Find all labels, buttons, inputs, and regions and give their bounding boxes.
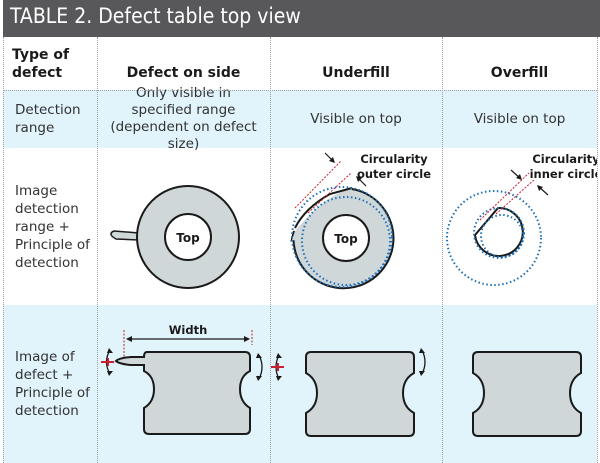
circularity-reference-circle — [480, 214, 524, 258]
header-row: Type of defect Defect on side Underfill … — [3, 37, 597, 90]
underfill-flat-edge-line — [294, 187, 353, 229]
table-row-image-detection: Image detection range + Principle of det… — [3, 148, 597, 305]
cell-underfill-figure: Top Circularity outer circle — [270, 148, 442, 305]
part-with-side-defect — [114, 351, 251, 435]
annotation-circularity: Circularity — [360, 152, 428, 166]
underfill-flat-edge — [292, 189, 353, 241]
overfill-diagram: Circularity inner circle — [446, 152, 597, 286]
rotation-arrowhead-left-bottom — [276, 376, 282, 381]
part-outline — [472, 351, 582, 437]
measure-line-outer — [294, 160, 342, 209]
rotation-arrow-right — [258, 354, 263, 380]
cell-underfill-image — [270, 305, 442, 463]
measure-line-inner — [307, 172, 352, 214]
rotation-arrowhead-right-bottom — [256, 376, 262, 381]
inner-hole — [322, 214, 370, 262]
rotation-arrowhead-right-bottom — [419, 371, 425, 376]
rotation-arrowhead-left-top — [276, 353, 282, 358]
row-label-image-detection: Image detection range + Principle of det… — [15, 182, 90, 271]
rotation-arrowhead-left-bottom — [107, 371, 113, 376]
width-arrowhead-right — [244, 336, 250, 342]
top-label: Top — [176, 231, 200, 245]
rotation-arrowhead-left-top — [107, 348, 113, 353]
grid-line-col2 — [270, 37, 271, 463]
top-label: Top — [334, 232, 358, 246]
grid-line-row1 — [3, 90, 597, 91]
header-type-of-defect: Type of defect — [12, 46, 70, 81]
arrowhead-inner — [356, 176, 362, 182]
rotation-arrow-right — [421, 349, 426, 375]
overfill-part-diagram — [472, 351, 582, 437]
grid-line-col1 — [97, 37, 98, 463]
annotation-inner-circle: inner circle — [530, 167, 597, 181]
cell-defect-on-side-figure: Top — [97, 148, 270, 305]
inner-hole — [164, 213, 212, 261]
rotation-arrowhead-right-top — [419, 348, 425, 353]
row-label-image-of-defect: Image of defect + Principle of detection — [15, 349, 90, 419]
arrowhead-inner — [537, 185, 543, 191]
circularity-outer-fit-circle — [291, 186, 393, 288]
width-arrowhead-left — [126, 336, 132, 342]
underfill-part-diagram — [271, 348, 426, 437]
header-underfill: Underfill — [322, 64, 390, 81]
circularity-inner-fit-circle — [473, 207, 525, 259]
overfill-part-outline — [473, 206, 524, 257]
table-row-image-of-defect: Image of defect + Principle of detection… — [3, 305, 597, 463]
arrowhead-outer — [516, 174, 522, 180]
grid-line-right — [597, 37, 598, 463]
measure-line-inner — [495, 178, 536, 215]
underfill-diagram: Top Circularity outer circle — [290, 152, 431, 290]
header-defect-on-side: Defect on side — [126, 64, 241, 81]
table-row-detection-range: Detection range Only visible in specifie… — [3, 85, 597, 152]
cell-overfill-figure: Circularity inner circle — [442, 148, 597, 305]
grid-line-col3 — [442, 37, 443, 463]
cell-defect-on-side-detection: Only visible in specified range (depende… — [110, 85, 257, 152]
side-defect-tab — [110, 230, 140, 241]
arrowhead-outer — [329, 157, 335, 163]
table-title-bar: TABLE 2. Defect table top view — [3, 0, 600, 37]
reference-outer-circle — [446, 190, 542, 286]
cell-overfill-detection: Visible on top — [473, 110, 566, 127]
part-outline — [305, 351, 415, 437]
row-label-detection-range: Detection range — [15, 102, 81, 136]
circularity-reference-circle — [301, 196, 391, 286]
grid-line-left — [3, 37, 4, 463]
width-label: Width — [169, 323, 208, 337]
annotation-circularity: Circularity — [532, 152, 597, 166]
header-overfill: Overfill — [490, 64, 549, 81]
cell-defect-on-side-image: Width — [97, 305, 270, 463]
side-defect-ring-diagram: Top — [110, 185, 240, 289]
side-defect-part-diagram: Width — [101, 323, 263, 435]
table-title: TABLE 2. Defect table top view — [10, 4, 301, 28]
measure-line-outer — [479, 172, 530, 221]
cell-overfill-image — [442, 305, 597, 463]
annotation-outer-circle: outer circle — [357, 167, 431, 181]
rotation-arrowhead-right-top — [256, 353, 262, 358]
cell-underfill-detection: Visible on top — [310, 110, 402, 127]
